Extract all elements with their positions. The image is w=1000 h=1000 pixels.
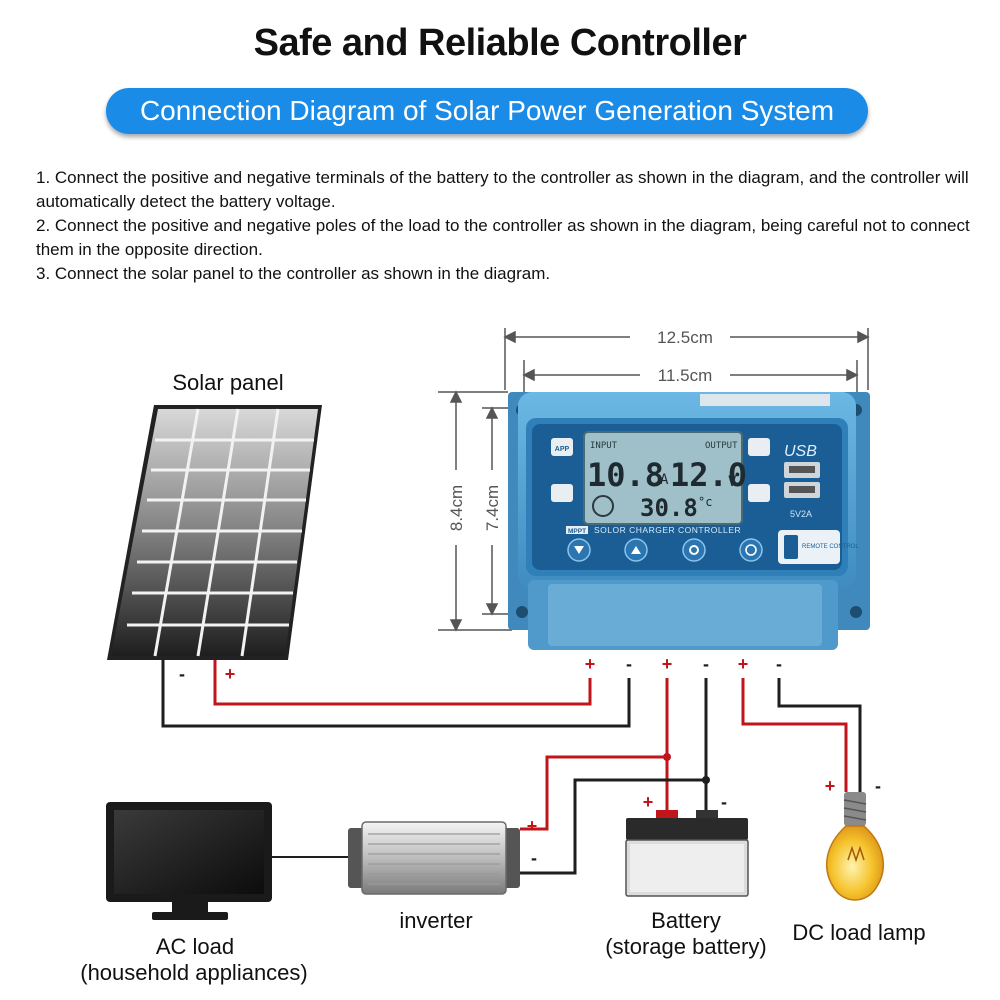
controller-banner: SOLOR CHARGER CONTROLLER [594, 525, 741, 535]
inverter-icon [348, 821, 520, 895]
outer-height-label: 8.4cm [447, 485, 466, 531]
battery-label: Battery [651, 908, 721, 933]
instruction-step-2: 2. Connect the positive and negative pol… [36, 216, 970, 259]
ctrl-battery-plus: + [662, 654, 673, 674]
lcd-voltage: 12.0 [670, 456, 747, 494]
dc-load-label: DC load lamp [792, 920, 926, 945]
instruction-step-1: 1. Connect the positive and negative ter… [36, 168, 969, 211]
lcd-current: 10.8 [587, 456, 664, 494]
inverter-label: inverter [399, 908, 473, 933]
lamp-plus: + [825, 776, 836, 796]
ac-load-sublabel: (household appliances) [80, 960, 308, 985]
ctrl-solar-minus: - [626, 654, 632, 674]
battery-icon [625, 810, 749, 897]
outer-width-label: 12.5cm [657, 328, 713, 347]
lcd-input-label: INPUT [590, 441, 618, 451]
solar-panel-label: Solar panel [172, 370, 284, 395]
inverter-minus: - [531, 848, 537, 868]
usb-rating: 5V2A [790, 509, 812, 519]
inner-height-label: 7.4cm [483, 485, 502, 531]
usb-label: USB [784, 443, 817, 460]
battery-sublabel: (storage battery) [605, 934, 767, 959]
lcd-output-label: OUTPUT [705, 441, 738, 451]
ctrl-load-minus: - [776, 654, 782, 674]
instructions: 1. Connect the positive and negative ter… [36, 166, 986, 286]
ctrl-battery-minus: - [703, 654, 709, 674]
lcd-temperature: 30.8 [640, 494, 698, 522]
page-title: Safe and Reliable Controller [253, 22, 747, 64]
inverter-plus: + [527, 816, 538, 836]
subtitle-banner: Connection Diagram of Solar Power Genera… [106, 88, 868, 134]
solar-minus: - [179, 664, 185, 684]
lamp-icon [826, 792, 884, 901]
controller-icon: APP INPUT OUTPUT 10.8 A 12.0 V 30.8 °c U… [508, 392, 870, 650]
app-label: APP [555, 446, 570, 453]
solar-plus: + [225, 664, 236, 684]
ctrl-solar-plus: + [585, 654, 596, 674]
instruction-step-3: 3. Connect the solar panel to the contro… [36, 264, 551, 283]
ac-load-label: AC load [155, 934, 235, 959]
lcd-current-unit: A [660, 472, 669, 488]
lcd-temperature-unit: °c [698, 495, 712, 509]
battery-plus: + [643, 792, 654, 812]
battery-minus: - [721, 792, 727, 812]
ctrl-load-plus: + [738, 654, 749, 674]
lcd-voltage-unit: V [728, 474, 737, 490]
mppt-label: MPPT [568, 528, 586, 535]
inner-width-label: 11.5cm [658, 366, 713, 385]
lamp-minus: - [875, 776, 881, 796]
monitor-icon [106, 802, 272, 920]
remote-label: REMOTE CONTROL [802, 544, 859, 550]
solar-panel-icon [107, 405, 322, 660]
